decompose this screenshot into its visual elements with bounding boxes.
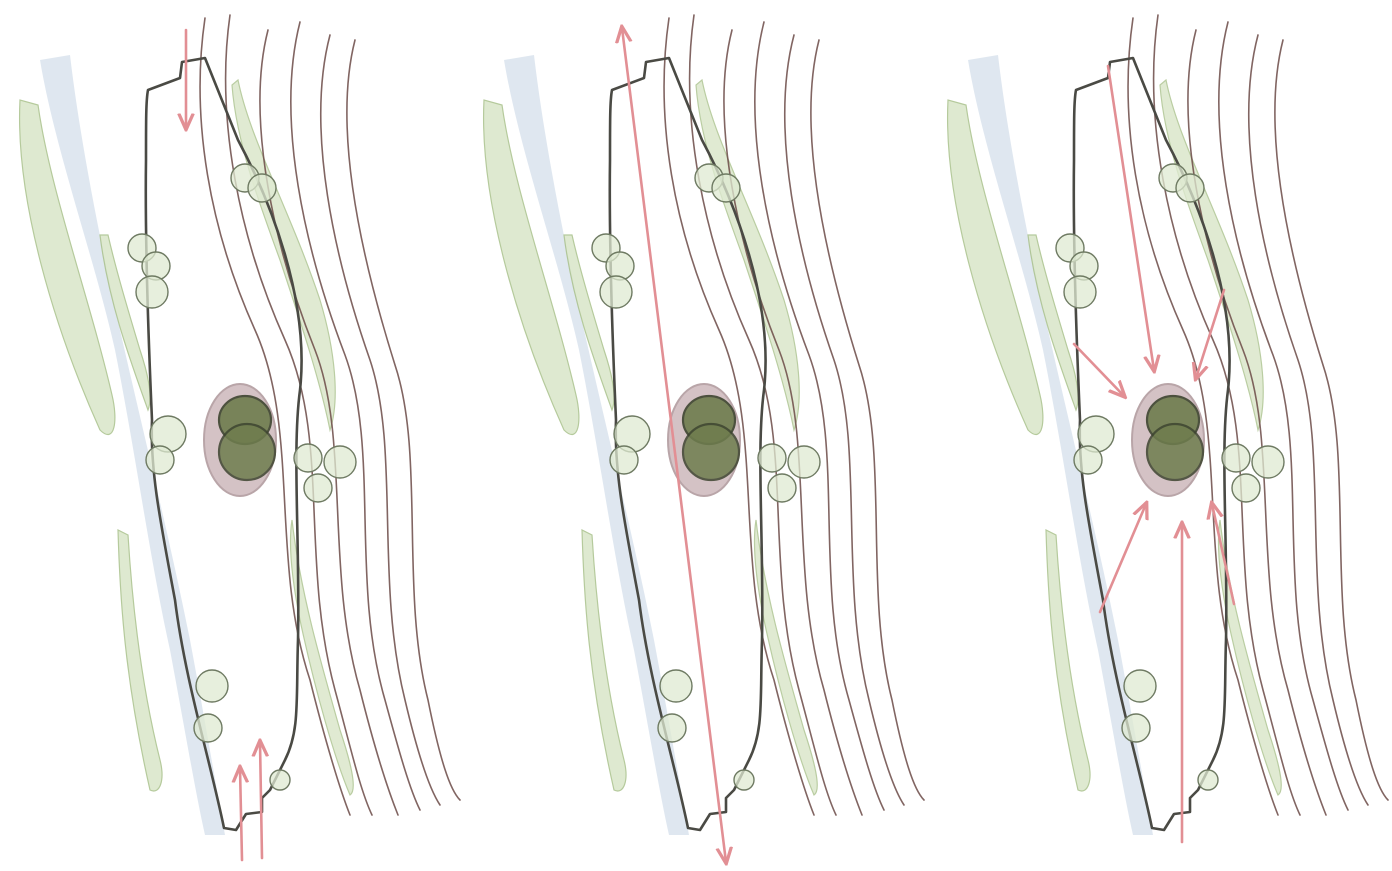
- brown-fiber-line-6: [811, 40, 924, 800]
- brown-fiber-line-5: [1249, 35, 1368, 805]
- brown-fiber-line-5: [785, 35, 904, 805]
- adhesion-blob-9: [788, 446, 820, 478]
- adhesion-blob-12: [1122, 714, 1150, 742]
- adhesion-blob-10: [1232, 474, 1260, 502]
- nucleus-core-lower: [1147, 424, 1203, 480]
- panel-3-drawing: [928, 0, 1392, 871]
- panel-2-long-arrow: [464, 0, 928, 871]
- nucleus-core-lower: [683, 424, 739, 480]
- arrow-radial-lower-left: [1100, 504, 1146, 612]
- panel-3-radial-arrows: [928, 0, 1392, 871]
- brown-fiber-line-4: [755, 22, 884, 810]
- nucleus-core-lower: [219, 424, 275, 480]
- arrow-radial-upper-right: [1196, 290, 1224, 378]
- green-fiber-right-2: [754, 520, 817, 795]
- adhesion-blob-8: [758, 444, 786, 472]
- adhesion-blob-2: [248, 174, 276, 202]
- brown-fiber-line-5: [321, 35, 440, 805]
- adhesion-blob-2: [1176, 174, 1204, 202]
- adhesion-blob-12: [194, 714, 222, 742]
- adhesion-blob-8: [294, 444, 322, 472]
- adhesion-blob-7: [1074, 446, 1102, 474]
- adhesion-blob-11: [1124, 670, 1156, 702]
- adhesion-blob-9: [324, 446, 356, 478]
- brown-fiber-line-4: [1219, 22, 1348, 810]
- adhesion-blob-7: [146, 446, 174, 474]
- brown-fiber-line-6: [347, 40, 460, 800]
- adhesion-blob-10: [768, 474, 796, 502]
- adhesion-blob-13: [1198, 770, 1218, 790]
- arrow-bottom-up-2: [260, 742, 262, 858]
- adhesion-blob-11: [660, 670, 692, 702]
- adhesion-blob-10: [304, 474, 332, 502]
- arrow-bottom-up-1: [240, 768, 242, 860]
- adhesion-blob-2: [712, 174, 740, 202]
- adhesion-blob-7: [610, 446, 638, 474]
- brown-fiber-line-6: [1275, 40, 1388, 800]
- adhesion-blob-9: [1252, 446, 1284, 478]
- arrow-radial-left: [1074, 344, 1124, 396]
- panel-1-drawing: [0, 0, 464, 871]
- adhesion-blob-13: [270, 770, 290, 790]
- panel-1-opposed-arrows: [0, 0, 464, 871]
- adhesion-blob-5: [1064, 276, 1096, 308]
- panel-2-drawing: [464, 0, 928, 871]
- green-fiber-right-2: [1218, 520, 1281, 795]
- arrow-radial-top: [1108, 66, 1154, 370]
- green-fiber-right-2: [290, 520, 353, 795]
- adhesion-blob-13: [734, 770, 754, 790]
- adhesion-blob-5: [600, 276, 632, 308]
- brown-fiber-line-4: [291, 22, 420, 810]
- adhesion-blob-11: [196, 670, 228, 702]
- adhesion-blob-12: [658, 714, 686, 742]
- adhesion-blob-5: [136, 276, 168, 308]
- adhesion-blob-8: [1222, 444, 1250, 472]
